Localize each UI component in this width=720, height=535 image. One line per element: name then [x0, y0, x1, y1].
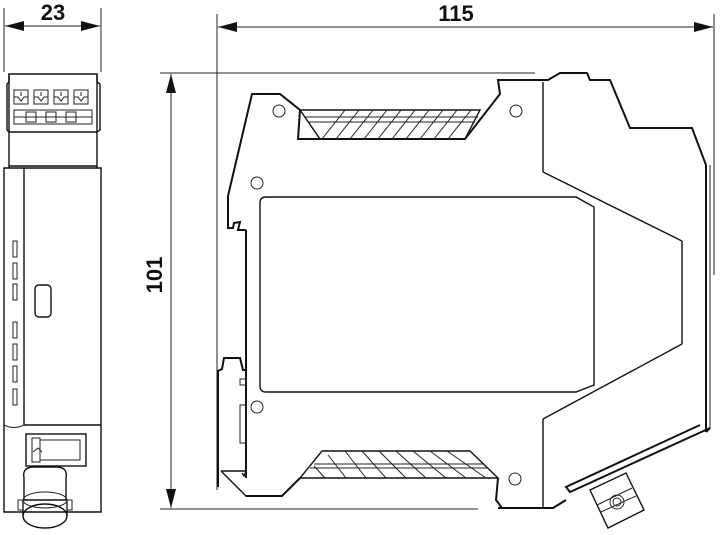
led-indicators	[12, 240, 18, 406]
depth-dimension: 115	[216, 1, 715, 490]
top-terminal-hatch	[298, 109, 482, 140]
height-dimension-label: 101	[142, 257, 167, 294]
terminal-screws	[13, 89, 89, 105]
depth-dimension-label: 115	[438, 1, 474, 26]
width-dimension-label: 23	[41, 0, 65, 25]
width-dimension: 23	[3, 0, 102, 72]
height-dimension: 101	[142, 72, 535, 510]
side-view: 115 101	[142, 1, 715, 529]
front-view: 23	[3, 0, 102, 529]
front-switch	[34, 284, 52, 318]
terminal-slots	[13, 109, 93, 125]
bottom-terminal-hatch	[298, 450, 500, 479]
connector	[17, 466, 73, 529]
mounting-foot	[589, 472, 645, 529]
